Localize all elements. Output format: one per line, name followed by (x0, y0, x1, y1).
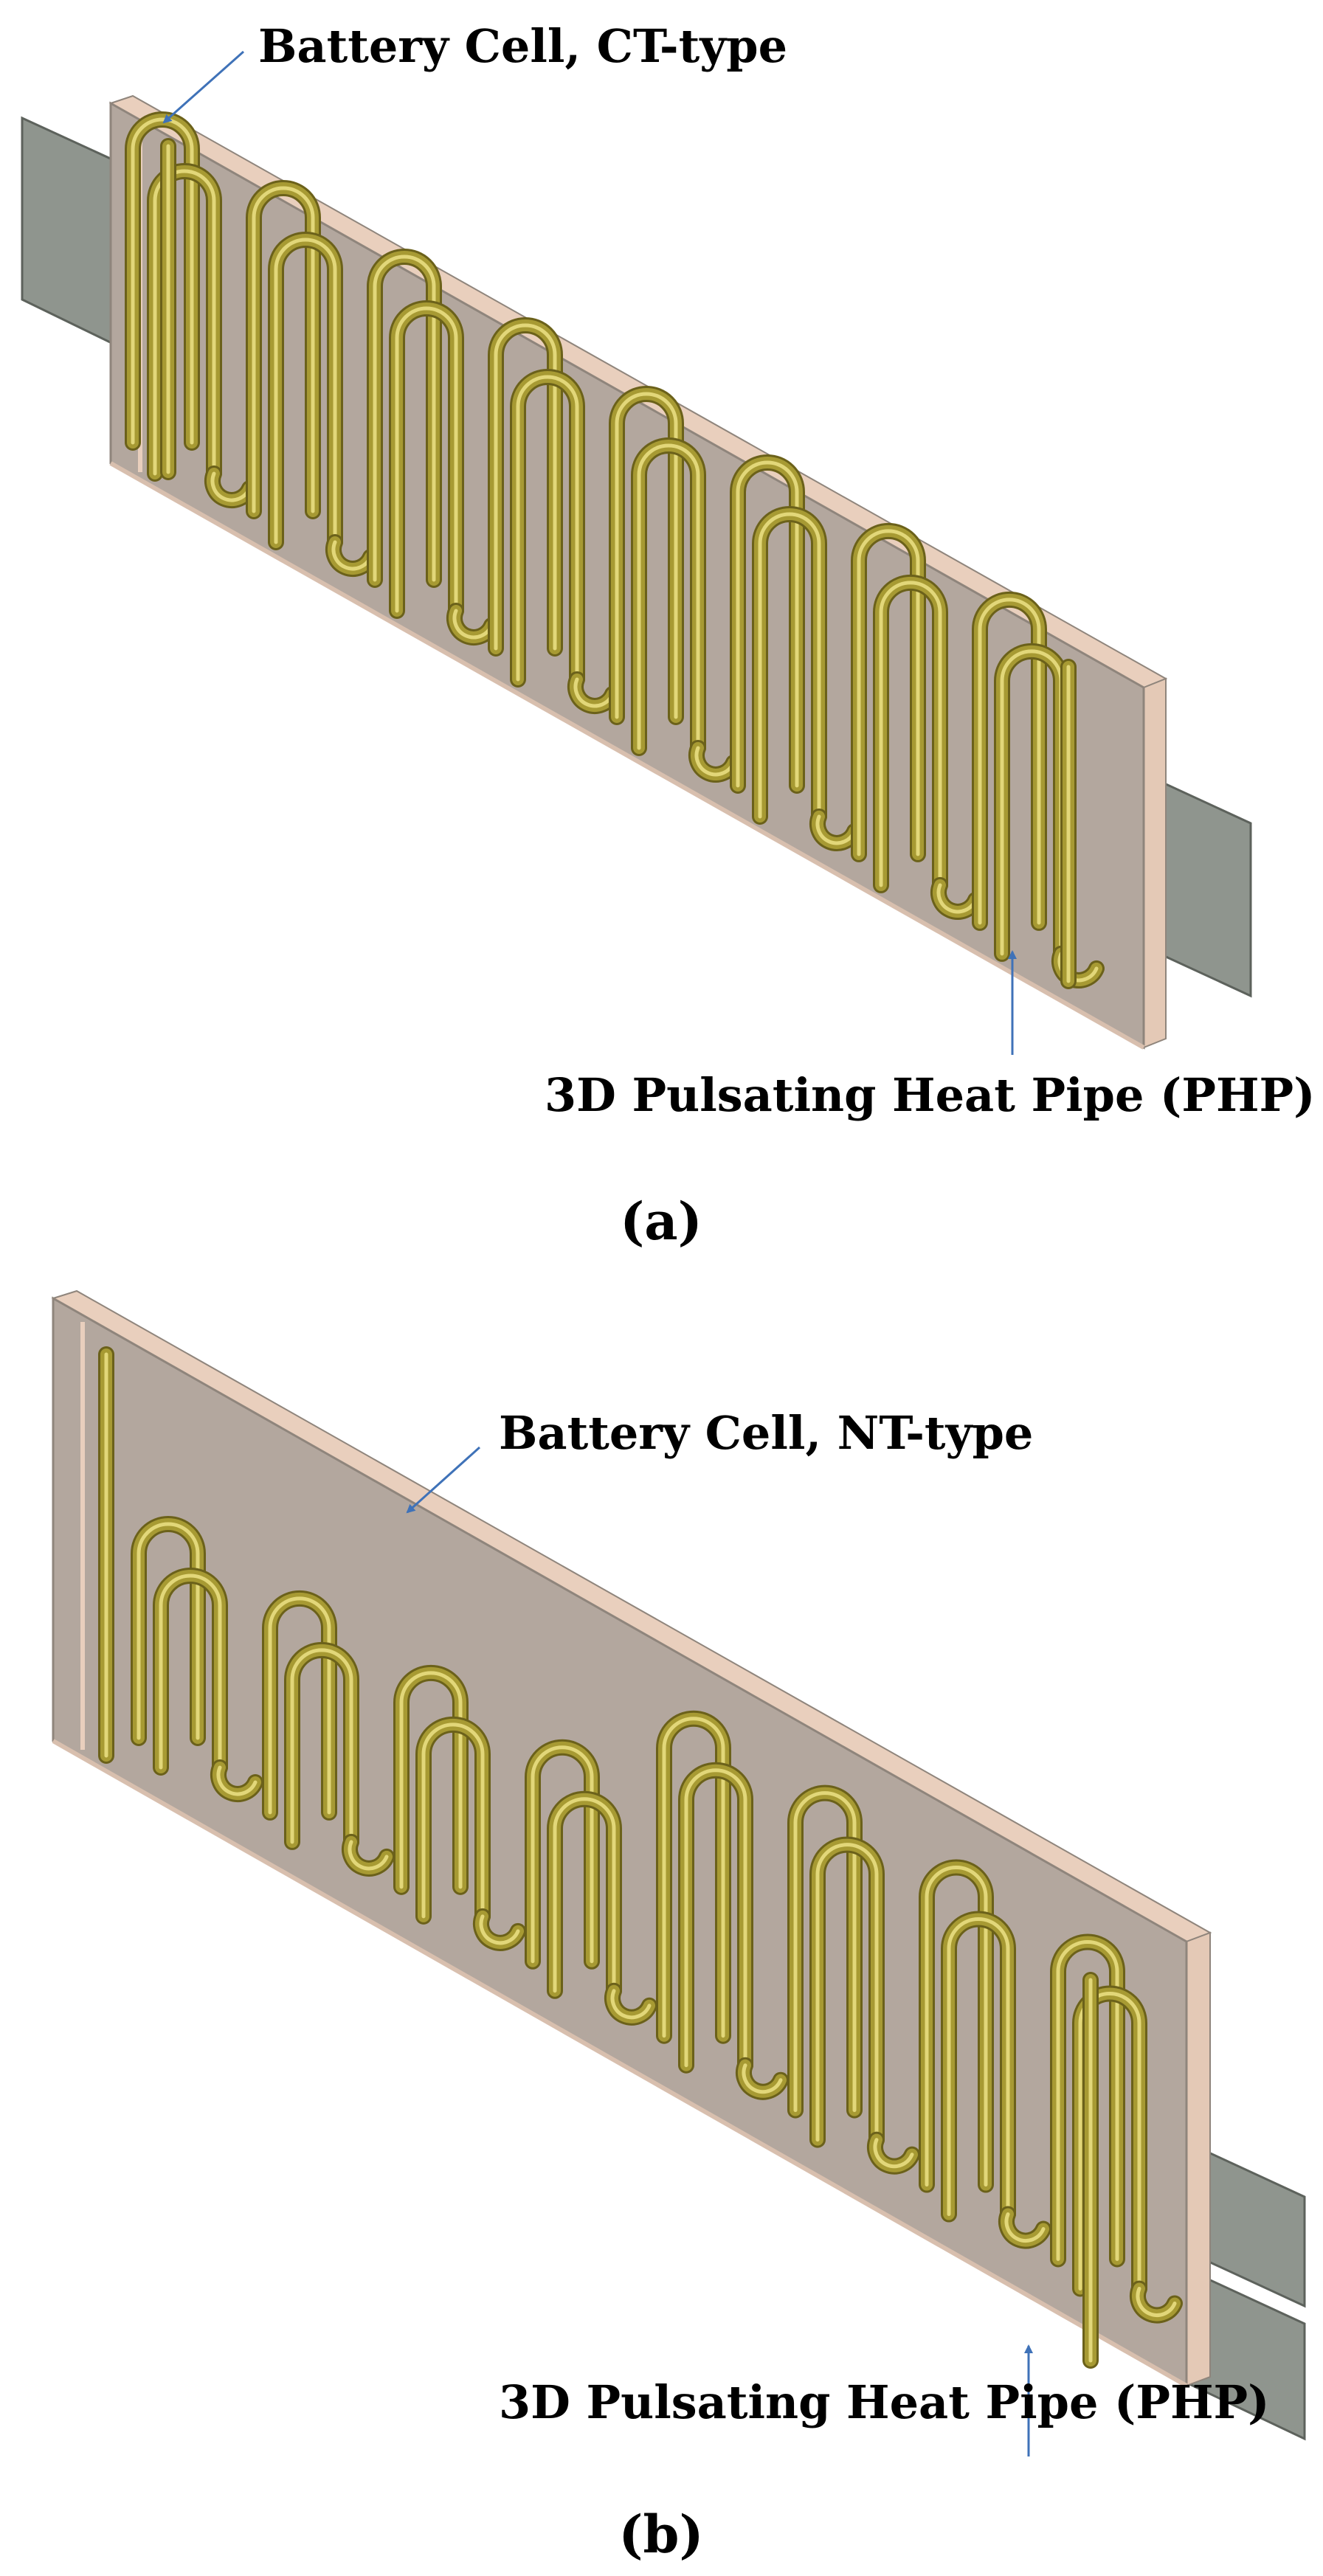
pipe-back-loop-7-layer-2 (857, 529, 920, 856)
pipe-bottom-bend-7-layer-2 (936, 883, 978, 914)
pipe-bottom-bend-4-layer-2 (610, 1989, 652, 2020)
cell-label-arrow (406, 1446, 481, 1514)
pipe-back-loop-3-layer-2 (399, 1671, 463, 1889)
pipe-front-loop-1-layer-2 (159, 1573, 222, 1770)
pipe-back-loop-8-layer-2 (1056, 1939, 1119, 2261)
pipe-back-loop-3-layer-2 (373, 255, 436, 582)
pulsating-heat-pipe-nt (98, 1346, 1183, 2369)
panel-b: Battery Cell, NT-type 3D Pulsating Heat … (51, 1289, 1306, 2565)
pipe-front-loop-3-layer-2 (395, 306, 458, 613)
cell-label-arrow (162, 50, 244, 124)
pipe-back-loop-5-layer-2 (615, 392, 678, 719)
pipe-back-loop-7-layer-2 (925, 1866, 988, 2187)
cell-bottom-edge (109, 461, 1145, 1050)
pipe-bottom-bend-2-layer-2 (348, 1840, 389, 1871)
pipe-back-loop-4-layer-2 (494, 323, 557, 651)
php-label: 3D Pulsating Heat Pipe (PHP) (499, 2375, 1270, 2429)
pipe-front-loop-6-layer-2 (758, 512, 821, 819)
pipe-front-loop-5-layer-2 (637, 443, 700, 750)
pipe-front-loop-6-layer-2 (815, 1843, 879, 2142)
pipe-bottom-bend-3-layer-2 (452, 609, 494, 640)
pipe-front-loop-1-layer-2 (153, 169, 216, 476)
pipe-bottom-bend-6-layer-2 (873, 2138, 914, 2169)
pipe-bottom-bend-3-layer-2 (479, 1914, 520, 1945)
pipe-front-loop-4-layer-2 (553, 1797, 616, 1993)
pipe-bottom-bend-5-layer-2 (694, 746, 736, 777)
pipe-front-loop-3-layer-2 (421, 1722, 485, 1919)
pipe-bottom-bend-7-layer-2 (1004, 2212, 1046, 2243)
pipe-bottom-bend-5-layer-2 (742, 2063, 783, 2094)
cell-face (109, 101, 1145, 1050)
pipe-back-loop-8-layer-2 (978, 598, 1041, 925)
pulsating-heat-pipe-ct (125, 111, 1105, 989)
pipe-front-loop-2-layer-2 (274, 238, 337, 544)
pipe-back-loop-2-layer-2 (252, 186, 315, 513)
pipe-front-loop-4-layer-2 (516, 375, 579, 682)
pipe-bottom-bend-2-layer-2 (331, 540, 373, 571)
pipe-back-loop-2-layer-2 (268, 1596, 331, 1815)
pipe-front-loop-7-layer-2 (947, 1917, 1010, 2217)
panel-a: Battery Cell, CT-type 3D Pulsating Heat … (21, 19, 1316, 1252)
pipe-front-loop-8-layer-2 (1078, 1991, 1141, 2291)
pipe-bottom-bend-1-layer-2 (216, 1765, 258, 1796)
pipe-front-loop-2-layer-2 (290, 1648, 353, 1844)
cell-side-edge (1143, 677, 1167, 1049)
panel-caption: (a) (620, 1191, 702, 1252)
pipe-back-loop-1-layer-2 (137, 1522, 200, 1740)
panel-caption: (b) (618, 2504, 703, 2565)
pipe-bottom-bend-6-layer-2 (815, 814, 857, 845)
pipe-front-loop-8-layer-2 (1000, 649, 1063, 956)
pipe-back-loop-4-layer-2 (531, 1745, 594, 1964)
cell-label: Battery Cell, NT-type (499, 1406, 1033, 1460)
cell-side-edge (1186, 1931, 1211, 2387)
pipe-back-loop-6-layer-2 (793, 1791, 857, 2113)
pipe-front-loop-5-layer-2 (684, 1768, 747, 2068)
pipe-bottom-bend-1-layer-2 (210, 471, 252, 502)
pipe-front-loop-7-layer-2 (879, 581, 942, 887)
pipe-back-loop-5-layer-2 (662, 1717, 725, 2038)
cell-bottom-edge (52, 1739, 1188, 2388)
pipe-bottom-bend-8-layer-2 (1136, 2286, 1177, 2317)
pipe-back-loop-1-layer-2 (131, 117, 194, 445)
cell-label: Battery Cell, CT-type (258, 19, 787, 73)
pipe-back-loop-6-layer-2 (736, 460, 799, 788)
pipe-bottom-bend-4-layer-2 (573, 677, 615, 708)
php-label: 3D Pulsating Heat Pipe (PHP) (545, 1068, 1316, 1122)
